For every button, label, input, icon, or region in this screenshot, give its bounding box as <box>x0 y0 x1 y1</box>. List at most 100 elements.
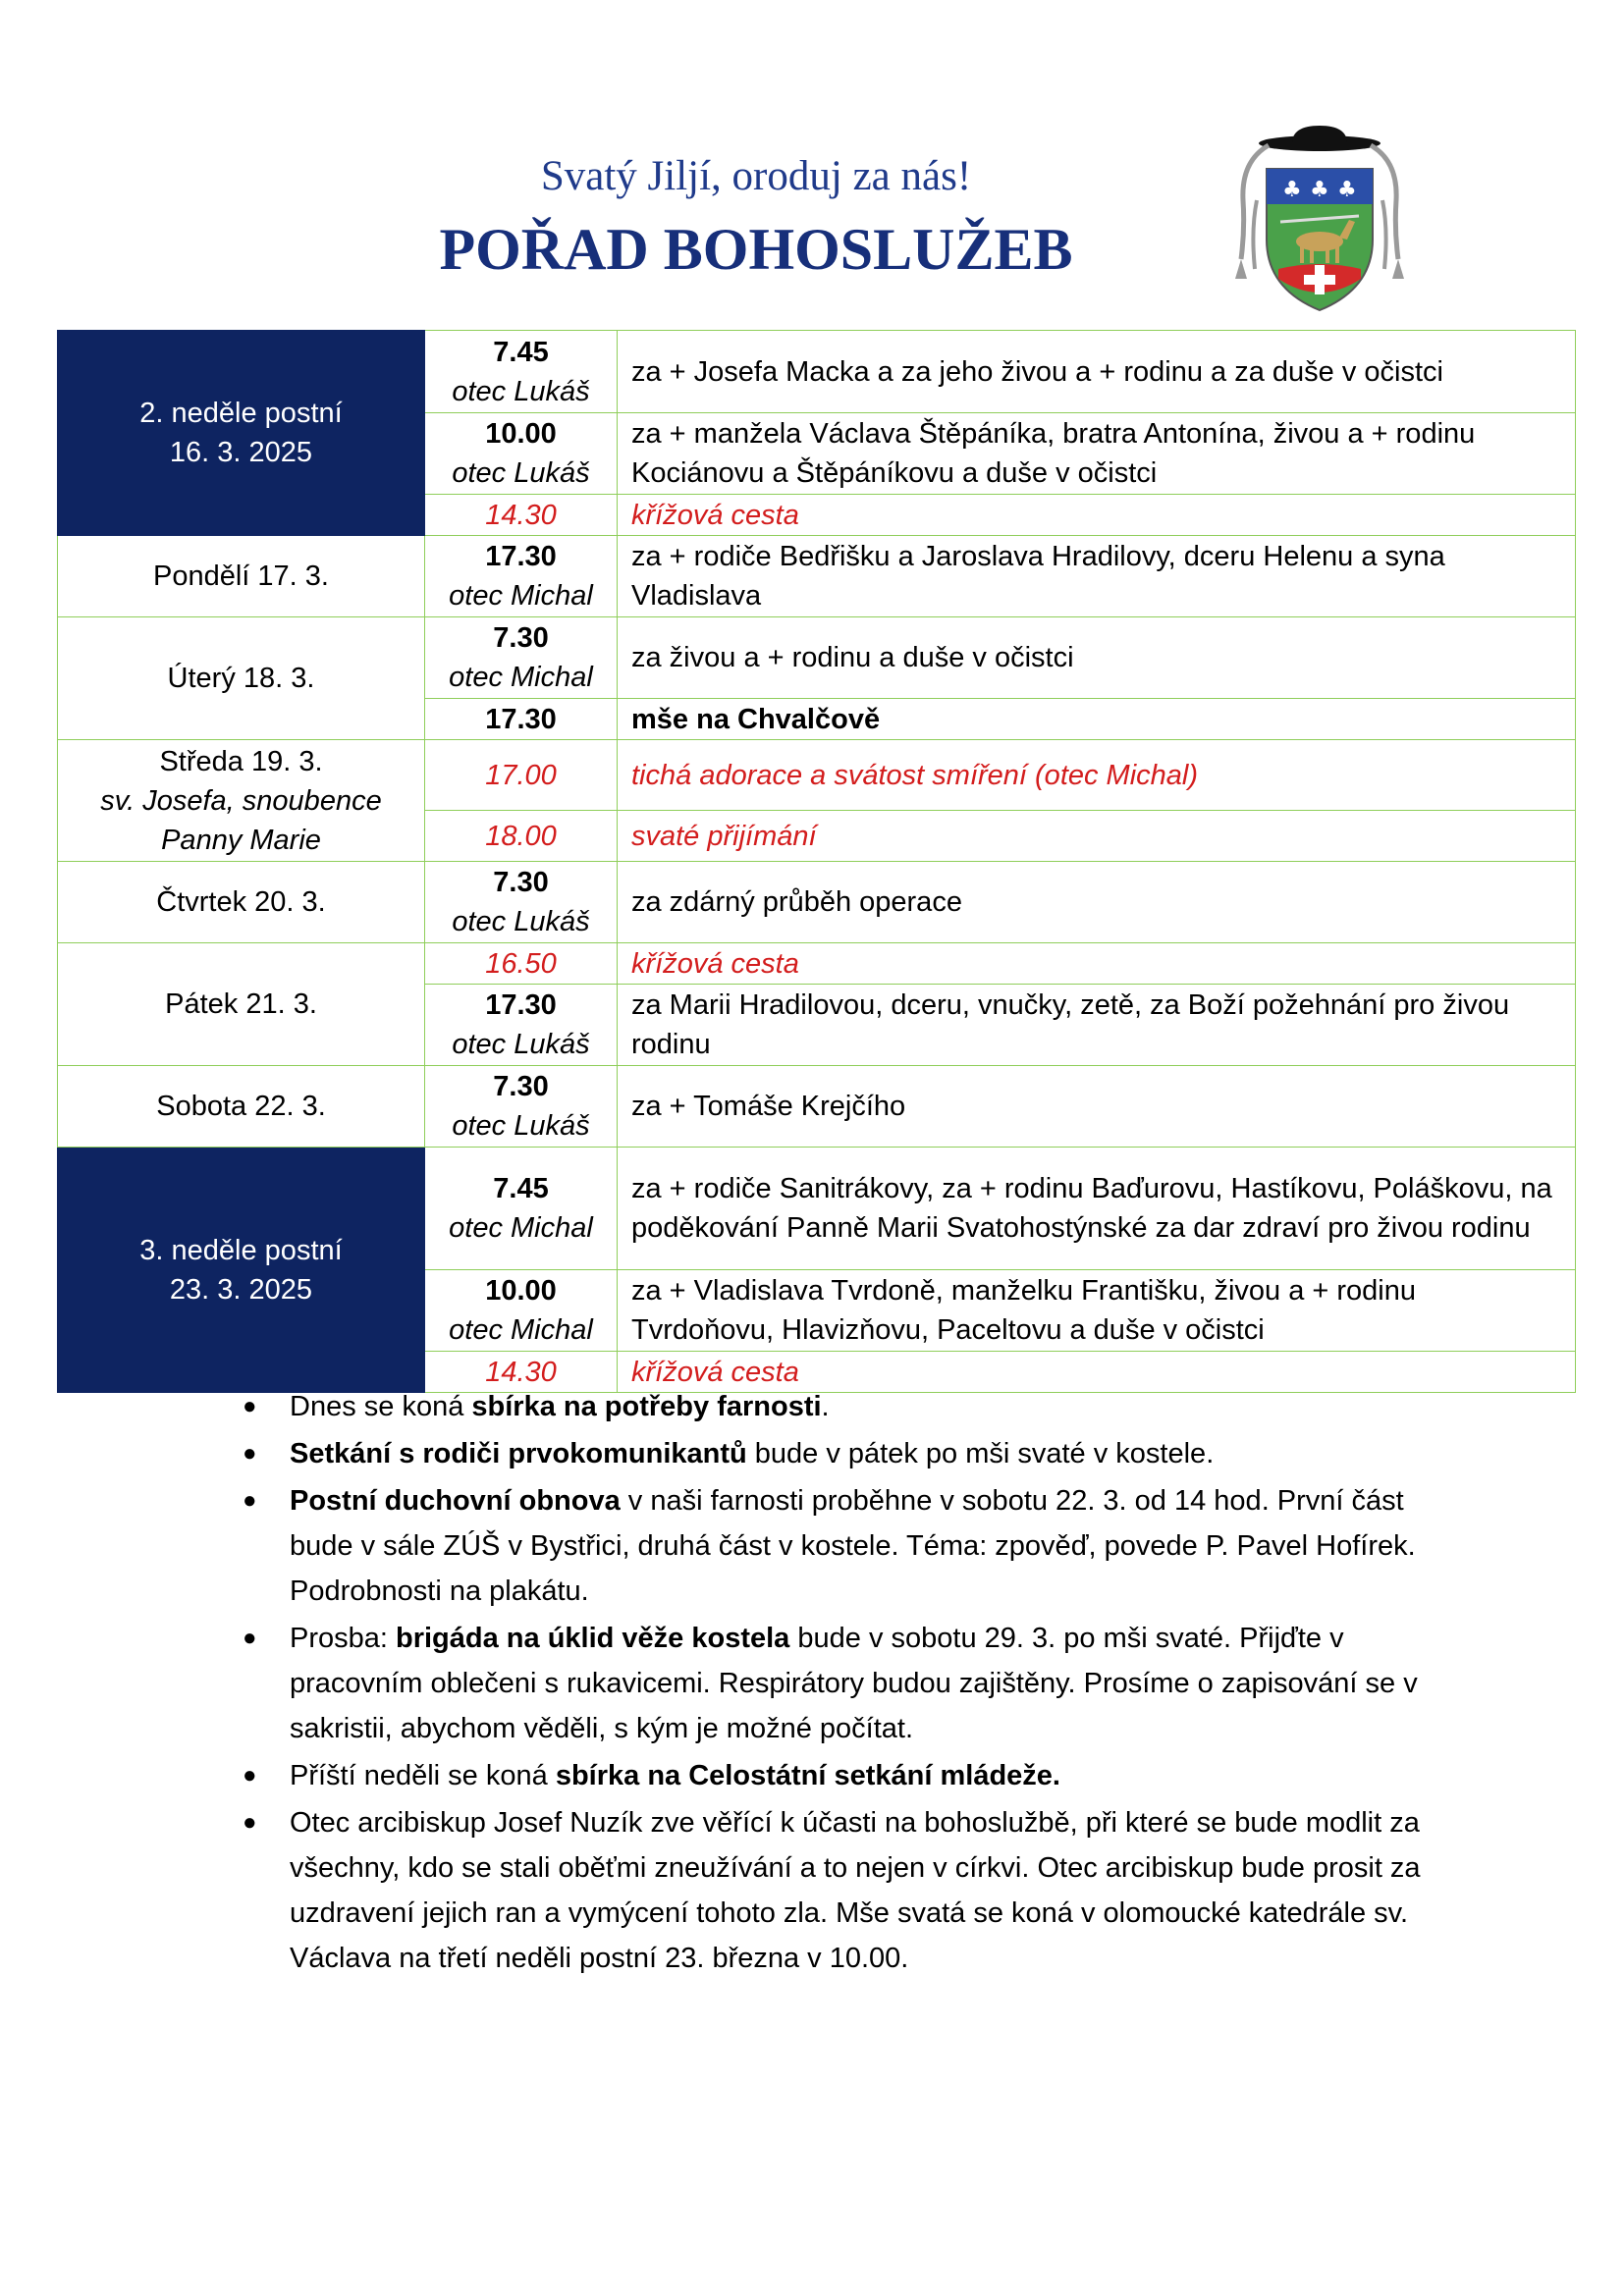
announcement-item: ● Příští neděli se koná sbírka na Celost… <box>243 1753 1440 1798</box>
bullet-icon: ● <box>243 1393 257 1419</box>
priest-name: otec Lukáš <box>452 457 590 489</box>
priest-name: otec Lukáš <box>452 1110 590 1142</box>
schedule-row: 17.30 otec Lukáš za Marii Hradilovou, dc… <box>58 984 1576 1066</box>
intention-cell: za + rodiče Bedřišku a Jaroslava Hradilo… <box>617 535 1576 617</box>
feast-name: sv. Josefa, snoubence <box>100 784 382 817</box>
announcement-highlight: Setkání s rodiči prvokomunikantů <box>290 1438 747 1469</box>
page-header: Svatý Jiljí, oroduj za nás! POŘAD BOHOSL… <box>0 147 1512 289</box>
schedule-row: 14.30 křížová cesta <box>58 1351 1576 1393</box>
intention-cell: mše na Chvalčově <box>617 698 1576 740</box>
bullet-icon: ● <box>243 1809 257 1836</box>
mass-time: 7.30 <box>493 622 549 654</box>
schedule-row: Pondělí 17. 3. 17.30 otec Michal za + ro… <box>57 535 1576 617</box>
time-cell: 7.30 otec Lukáš <box>424 1065 618 1148</box>
intention-cell: svaté přijímání <box>617 810 1576 862</box>
day-name: 3. neděle postní <box>139 1234 343 1266</box>
intention-cell: za živou a + rodinu a duše v očistci <box>617 616 1576 699</box>
mass-time: 7.30 <box>493 867 549 898</box>
announcement-text: v naši farnosti proběhne v sobotu 22. 3.… <box>290 1485 1416 1607</box>
announcement-text: bude v pátek po mši svaté v kostele. <box>746 1438 1215 1469</box>
priest-name: otec Michal <box>449 580 593 612</box>
schedule-table: 2. neděle postní 16. 3. 2025 7.45 otec L… <box>57 330 1576 1393</box>
priest-name: otec Michal <box>449 1212 593 1244</box>
announcement-text: bude v sobotu 29. 3. po mši svaté. Přijď… <box>290 1623 1418 1744</box>
intention-cell: za zdárný průběh operace <box>617 861 1576 943</box>
day-cell: 2. neděle postní 16. 3. 2025 <box>57 330 425 536</box>
schedule-row: 10.00 otec Michal za + Vladislava Tvrdon… <box>58 1269 1576 1352</box>
announcement-item: ● Prosba: brigáda na úklid věže kostela … <box>243 1616 1440 1751</box>
day-cell: Pátek 21. 3. <box>57 942 425 1066</box>
day-cell: Pondělí 17. 3. <box>57 535 425 617</box>
svg-text:♣: ♣ <box>1310 178 1329 202</box>
mass-time: 17.30 <box>485 541 557 572</box>
day-name: Úterý 18. 3. <box>167 663 315 694</box>
time-cell: 10.00 otec Michal <box>424 1269 618 1352</box>
intention-cell: křížová cesta <box>617 942 1576 985</box>
bullet-icon: ● <box>243 1762 257 1789</box>
priest-name: otec Lukáš <box>452 1029 590 1060</box>
priest-name: otec Lukáš <box>452 906 590 937</box>
bullet-icon: ● <box>243 1487 257 1514</box>
day-name: Pátek 21. 3. <box>165 988 317 1020</box>
schedule-row: Středa 19. 3. sv. Josefa, snoubence Pann… <box>57 739 1576 862</box>
schedule-row: Pátek 21. 3. 16.50 křížová cesta <box>57 942 1576 1066</box>
day-name: Čtvrtek 20. 3. <box>156 886 326 918</box>
day-cell: 3. neděle postní 23. 3. 2025 <box>57 1147 425 1393</box>
announcement-item: ● Setkání s rodiči prvokomunikantů bude … <box>243 1431 1440 1476</box>
intention-cell: za + Josefa Macka a za jeho živou a + ro… <box>617 330 1576 413</box>
announcement-highlight: sbírka na Celostátní setkání mládeže. <box>555 1760 1060 1791</box>
announcement-text: Dnes se koná <box>290 1391 472 1422</box>
mass-time: 7.30 <box>493 1071 549 1102</box>
schedule-row: Sobota 22. 3. 7.30 otec Lukáš za + Tomáš… <box>57 1065 1576 1148</box>
time-cell: 7.30 otec Lukáš <box>424 861 618 943</box>
time-cell: 17.30 <box>424 698 618 740</box>
bullet-icon: ● <box>243 1440 257 1467</box>
announcement-text: . <box>821 1391 830 1422</box>
mass-time: 17.30 <box>485 989 557 1021</box>
time-cell: 7.45 otec Michal <box>424 1147 618 1270</box>
announcement-highlight: brigáda na úklid věže kostela <box>396 1623 790 1654</box>
day-name: Sobota 22. 3. <box>156 1091 326 1122</box>
announcement-item: ● Otec arcibiskup Josef Nuzík zve věřící… <box>243 1800 1440 1981</box>
schedule-row: 14.30 křížová cesta <box>58 494 1576 536</box>
time-cell: 7.45 otec Lukáš <box>424 330 618 413</box>
coat-of-arms-icon: ♣ ♣ ♣ <box>1235 126 1404 312</box>
intention-cell: za + Vladislava Tvrdoně, manželku Franti… <box>617 1269 1576 1352</box>
announcement-item: ● Dnes se koná sbírka na potřeby farnost… <box>243 1384 1440 1429</box>
mass-time: 7.45 <box>493 336 549 368</box>
intention-cell: za + Tomáše Krejčího <box>617 1065 1576 1148</box>
schedule-row: 3. neděle postní 23. 3. 2025 7.45 otec M… <box>57 1147 1576 1393</box>
svg-text:♣: ♣ <box>1337 178 1357 202</box>
schedule-row: Úterý 18. 3. 7.30 otec Michal za živou a… <box>57 616 1576 740</box>
intention-cell: za + manžela Václava Štěpáníka, bratra A… <box>617 412 1576 495</box>
day-name: Pondělí 17. 3. <box>153 561 329 592</box>
subtitle: Svatý Jiljí, oroduj za nás! <box>540 153 972 199</box>
intention-cell: křížová cesta <box>617 1351 1576 1393</box>
day-cell: Sobota 22. 3. <box>57 1065 425 1148</box>
mass-time: 7.45 <box>493 1173 549 1204</box>
day-name: Středa 19. 3. <box>159 745 323 777</box>
feast-name: Panny Marie <box>161 824 321 856</box>
time-cell: 14.30 <box>424 494 618 536</box>
announcement-text: Otec arcibiskup Josef Nuzík zve věřící k… <box>290 1807 1421 1974</box>
page-title: POŘAD BOHOSLUŽEB <box>439 217 1073 282</box>
time-cell: 18.00 <box>424 810 618 862</box>
announcements-list: ● Dnes se koná sbírka na potřeby farnost… <box>243 1384 1440 1983</box>
day-name: 2. neděle postní <box>139 398 343 429</box>
bullet-icon: ● <box>243 1625 257 1651</box>
announcement-highlight: sbírka na potřeby farnosti <box>471 1391 822 1422</box>
schedule-row: 18.00 svaté přijímání <box>58 810 1576 862</box>
time-cell: 14.30 <box>424 1351 618 1393</box>
priest-name: otec Michal <box>449 1314 593 1346</box>
day-cell: Čtvrtek 20. 3. <box>57 861 425 943</box>
mass-time: 10.00 <box>485 418 557 450</box>
day-cell: Úterý 18. 3. <box>57 616 425 740</box>
announcement-text: Příští neděli se koná <box>290 1760 556 1791</box>
announcement-text: Prosba: <box>290 1623 396 1654</box>
announcement-highlight: Postní duchovní obnova <box>290 1485 621 1517</box>
schedule-row: 10.00 otec Lukáš za + manžela Václava Št… <box>58 412 1576 495</box>
schedule-row: Čtvrtek 20. 3. 7.30 otec Lukáš za zdárný… <box>57 861 1576 943</box>
time-cell: 17.00 <box>424 739 618 811</box>
time-cell: 10.00 otec Lukáš <box>424 412 618 495</box>
intention-cell: za Marii Hradilovou, dceru, vnučky, zetě… <box>617 984 1576 1066</box>
